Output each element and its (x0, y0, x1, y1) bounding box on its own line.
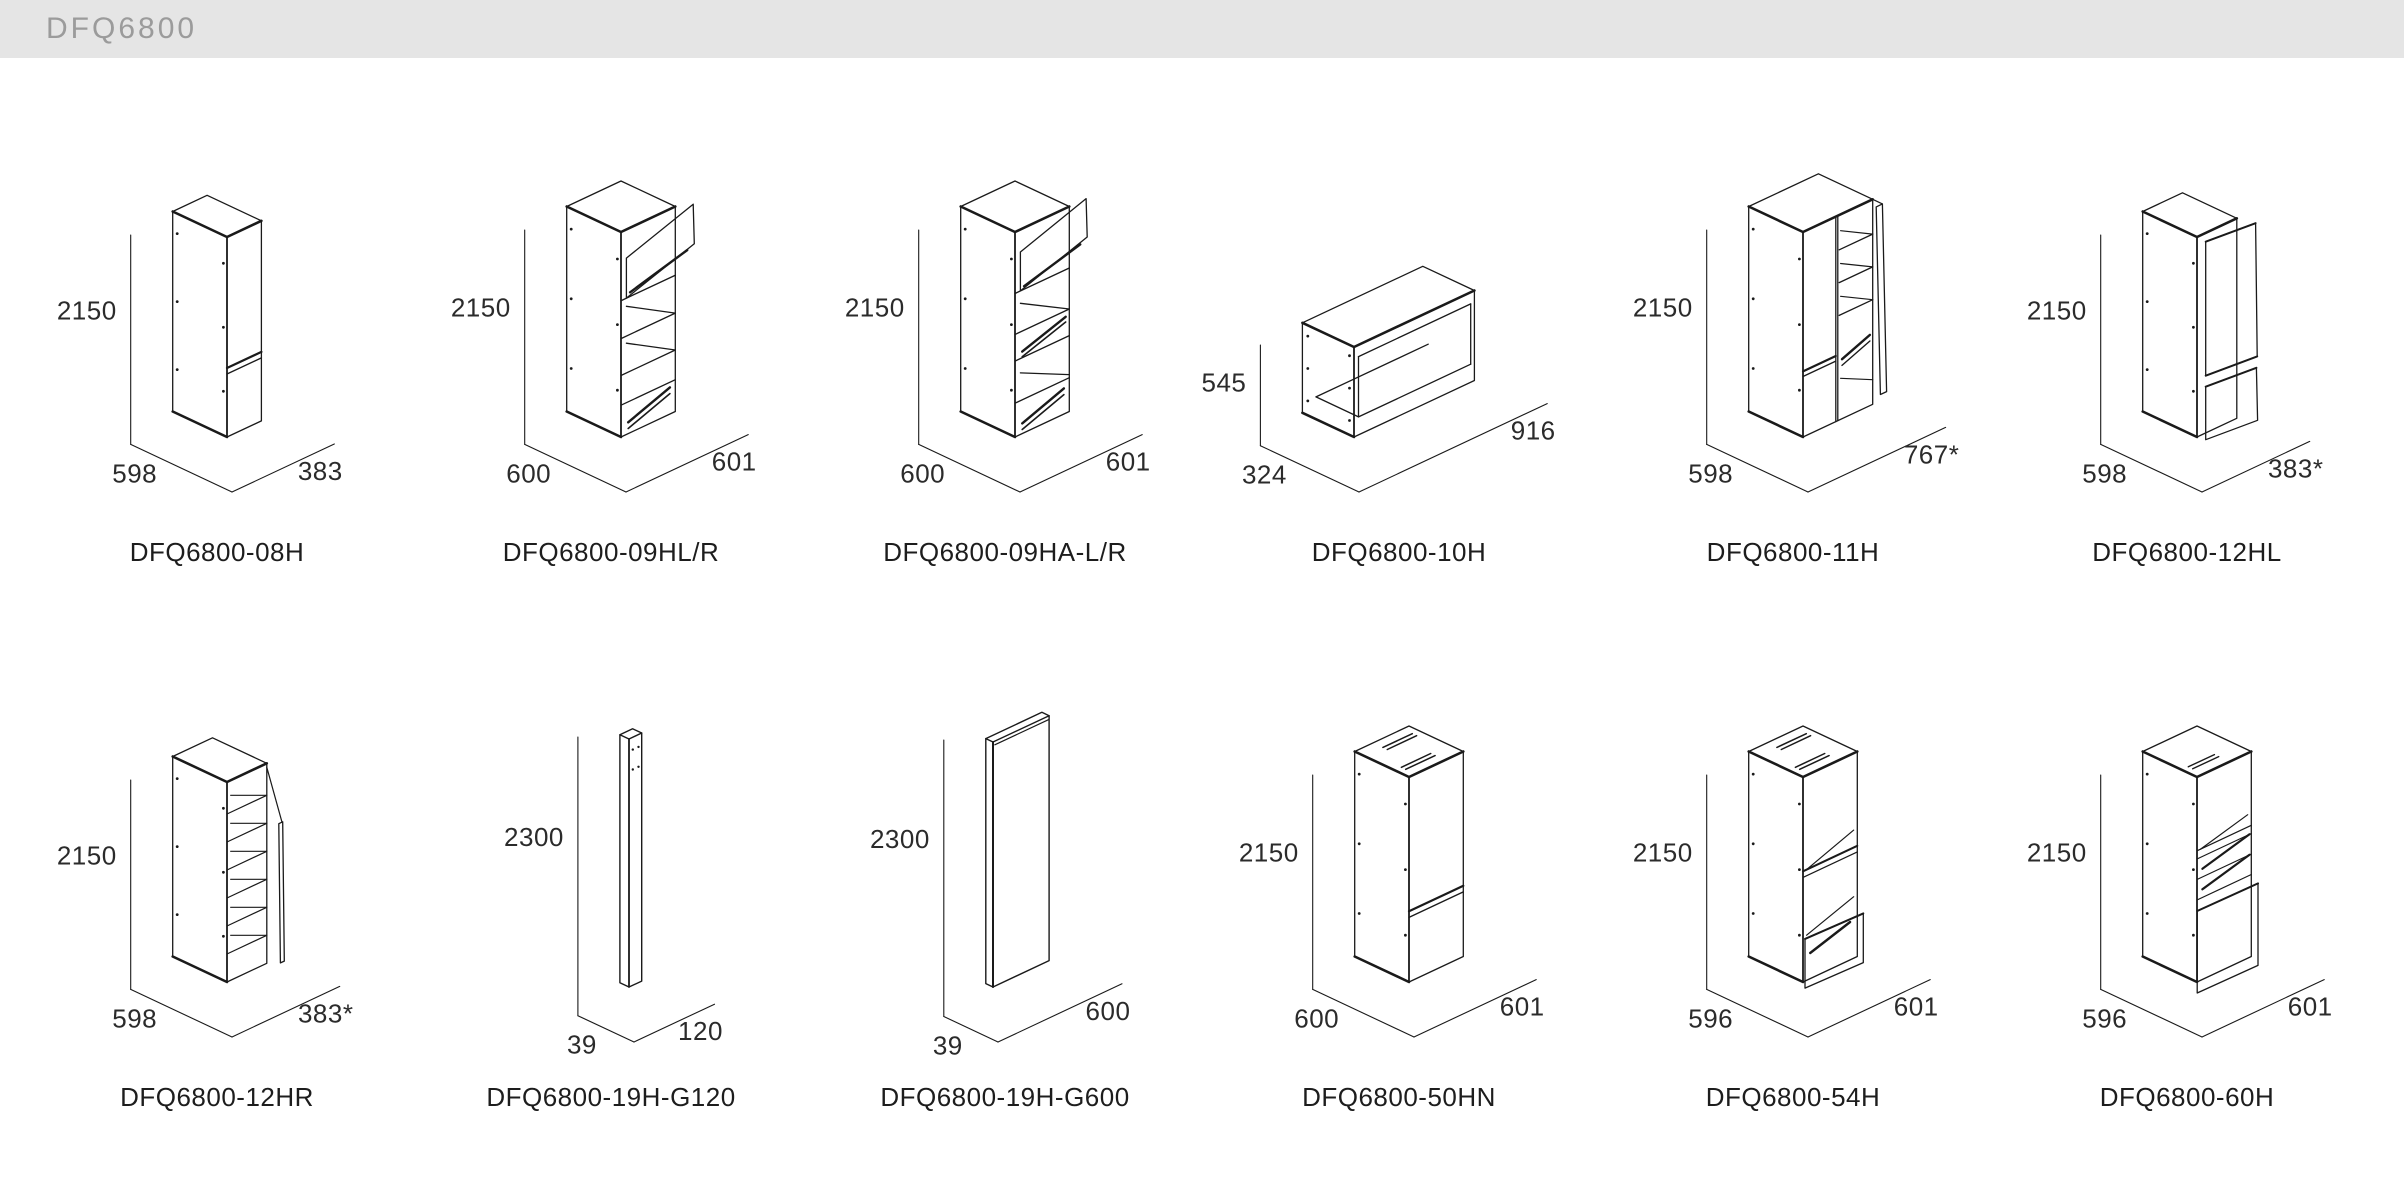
product-model-label: DFQ6800-09HL/R (502, 537, 720, 567)
product-cell-dfq6800-11h: 2150 598 767* DFQ6800-11H (1596, 95, 1990, 569)
product-model-label: DFQ6800-12HR (120, 1082, 314, 1112)
base-right-dimension-label: 383* (2268, 453, 2324, 483)
product-grid: 2150 598 383 DFQ6800-08H 2150 600 601 DFQ680… (0, 58, 2404, 1114)
height-dimension-label: 2150 (1633, 292, 1693, 322)
product-cell-dfq6800-12hr: 2150 598 383* DFQ6800-12HR (20, 640, 414, 1114)
height-dimension-label: 2300 (504, 822, 564, 852)
product-model-label: DFQ6800-11H (1706, 537, 1880, 567)
height-dimension-label: 2150 (1633, 837, 1693, 867)
isometric-product-drawing: 2150 600 601 (1239, 725, 1545, 1038)
height-dimension-label: 2300 (870, 824, 930, 854)
product-cell-dfq6800-09ha-l-r: 2150 600 601 DFQ6800-09HA-L/R (808, 95, 1202, 569)
product-model-label: DFQ6800-50HN (1302, 1082, 1496, 1112)
height-dimension-label: 2150 (845, 292, 905, 322)
product-cell-dfq6800-19h-g600: 2300 39 600 DFQ6800-19H-G600 (808, 640, 1202, 1114)
isometric-product-drawing: 2150 596 601 (1633, 725, 1939, 1038)
isometric-product-drawing: 2300 39 600 (870, 711, 1131, 1061)
base-right-dimension-label: 120 (678, 1016, 723, 1046)
base-left-dimension-label: 598 (1688, 458, 1733, 488)
base-left-dimension-label: 324 (1242, 460, 1287, 490)
base-right-dimension-label: 916 (1511, 416, 1556, 446)
base-right-dimension-label: 601 (712, 447, 757, 477)
product-model-label: DFQ6800-19H-G600 (880, 1082, 1130, 1112)
product-cell-dfq6800-50hn: 2150 600 601 DFQ6800-50HN (1202, 640, 1596, 1114)
base-left-dimension-label: 598 (112, 458, 157, 488)
base-right-dimension-label: 601 (1500, 992, 1545, 1022)
height-dimension-label: 2150 (57, 841, 117, 871)
product-model-label: DFQ6800-12HL (2092, 537, 2282, 567)
height-dimension-label: 2150 (2027, 837, 2087, 867)
isometric-product-drawing: 2150 598 767* (1633, 173, 1960, 493)
base-left-dimension-label: 598 (2082, 458, 2127, 488)
base-left-dimension-label: 600 (1294, 1003, 1339, 1033)
isometric-product-drawing: 2150 596 601 (2027, 725, 2333, 1038)
height-dimension-label: 2150 (1239, 837, 1299, 867)
height-dimension-label: 2150 (2027, 296, 2087, 326)
isometric-product-drawing: 2150 598 383* (2027, 192, 2324, 493)
product-model-label: DFQ6800-08H (129, 537, 305, 567)
product-cell-dfq6800-08h: 2150 598 383 DFQ6800-08H (20, 95, 414, 569)
product-cell-dfq6800-09hl-r: 2150 600 601 DFQ6800-09HL/R (414, 95, 808, 569)
product-cell-dfq6800-10h: 545 324 916 DFQ6800-10H (1202, 95, 1596, 569)
height-dimension-label: 2150 (451, 292, 511, 322)
product-cell-dfq6800-60h: 2150 596 601 DFQ6800-60H (1990, 640, 2384, 1114)
base-left-dimension-label: 600 (900, 458, 945, 488)
product-model-label: DFQ6800-10H (1311, 537, 1487, 567)
height-dimension-label: 545 (1202, 368, 1246, 398)
isometric-product-drawing: 545 324 916 (1202, 265, 1556, 493)
base-right-dimension-label: 601 (1106, 447, 1151, 477)
base-right-dimension-label: 601 (2288, 992, 2333, 1022)
base-right-dimension-label: 383 (298, 456, 343, 486)
base-right-dimension-label: 383* (298, 998, 354, 1028)
base-left-dimension-label: 596 (2082, 1003, 2127, 1033)
base-left-dimension-label: 598 (112, 1003, 157, 1033)
page-title: DFQ6800 (46, 12, 198, 45)
base-right-dimension-label: 600 (1086, 996, 1131, 1026)
isometric-product-drawing: 2150 600 601 (451, 180, 757, 493)
product-model-label: DFQ6800-09HA-L/R (883, 537, 1127, 567)
base-left-dimension-label: 596 (1688, 1003, 1733, 1033)
base-left-dimension-label: 39 (567, 1030, 597, 1060)
isometric-product-drawing: 2150 600 601 (845, 180, 1151, 493)
product-cell-dfq6800-19h-g120: 2300 39 120 DFQ6800-19H-G120 (414, 640, 808, 1114)
base-right-dimension-label: 601 (1894, 992, 1939, 1022)
product-cell-dfq6800-12hl: 2150 598 383* DFQ6800-12HL (1990, 95, 2384, 569)
product-cell-dfq6800-54h: 2150 596 601 DFQ6800-54H (1596, 640, 1990, 1114)
base-left-dimension-label: 600 (506, 458, 551, 488)
base-left-dimension-label: 39 (933, 1031, 963, 1061)
isometric-product-drawing: 2300 39 120 (504, 728, 723, 1060)
isometric-product-drawing: 2150 598 383 (57, 194, 343, 493)
page-header: DFQ6800 (0, 0, 2404, 58)
base-right-dimension-label: 767* (1904, 439, 1960, 469)
product-model-label: DFQ6800-54H (1705, 1082, 1881, 1112)
height-dimension-label: 2150 (57, 296, 117, 326)
product-model-label: DFQ6800-19H-G120 (486, 1082, 736, 1112)
product-model-label: DFQ6800-60H (2099, 1082, 2275, 1112)
isometric-product-drawing: 2150 598 383* (57, 737, 354, 1038)
